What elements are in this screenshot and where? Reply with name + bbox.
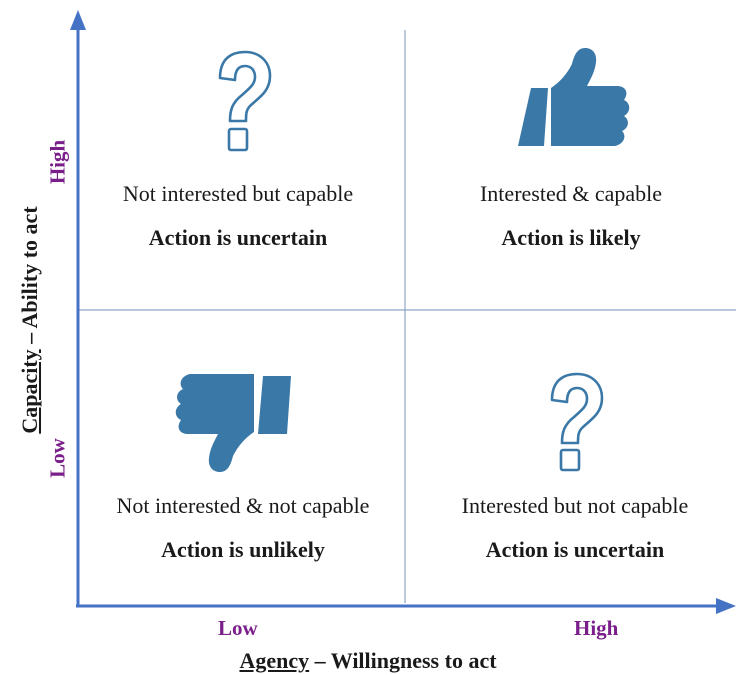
question-mark-icon — [218, 50, 272, 152]
y-axis-arrowhead — [70, 10, 86, 30]
x-axis-title-main: Agency — [239, 648, 310, 673]
thumbs-up-icon — [518, 48, 630, 146]
y-axis-high-label: High — [45, 139, 70, 185]
quadrant-description: Interested but not capable — [461, 493, 689, 518]
x-axis-low-label: Low — [218, 616, 258, 640]
x-axis-high-label: High — [574, 616, 619, 640]
quadrant-outcome: Action is likely — [501, 225, 641, 250]
y-axis-title-rest: – Ability to act — [17, 206, 42, 350]
quadrant-top-left: Not interested but capable Action is unc… — [88, 181, 388, 251]
x-axis-title: Agency – Willingness to act — [0, 648, 736, 674]
quadrant-top-right: Interested & capable Action is likely — [416, 181, 726, 251]
x-axis-arrowhead — [716, 598, 736, 614]
quadrant-description: Not interested but capable — [122, 181, 354, 206]
quadrant-bottom-left: Not interested & not capable Action is u… — [84, 493, 402, 563]
quadrant-bottom-right: Interested but not capable Action is unc… — [420, 493, 730, 563]
y-axis-title-main: Capacity — [17, 349, 42, 434]
x-axis-title-rest: – Willingness to act — [309, 648, 497, 673]
quadrant-outcome: Action is uncertain — [148, 225, 328, 250]
quadrant-description: Interested & capable — [479, 181, 662, 206]
quadrant-outcome: Action is unlikely — [161, 537, 325, 562]
thumbs-down-icon — [175, 374, 291, 472]
y-axis-low-label: Low — [45, 438, 70, 478]
y-axis-title: Capacity – Ability to act — [17, 206, 43, 433]
quadrant-description: Not interested & not capable — [116, 493, 370, 518]
quadrant-outcome: Action is uncertain — [485, 537, 665, 562]
question-mark-icon — [550, 372, 604, 472]
